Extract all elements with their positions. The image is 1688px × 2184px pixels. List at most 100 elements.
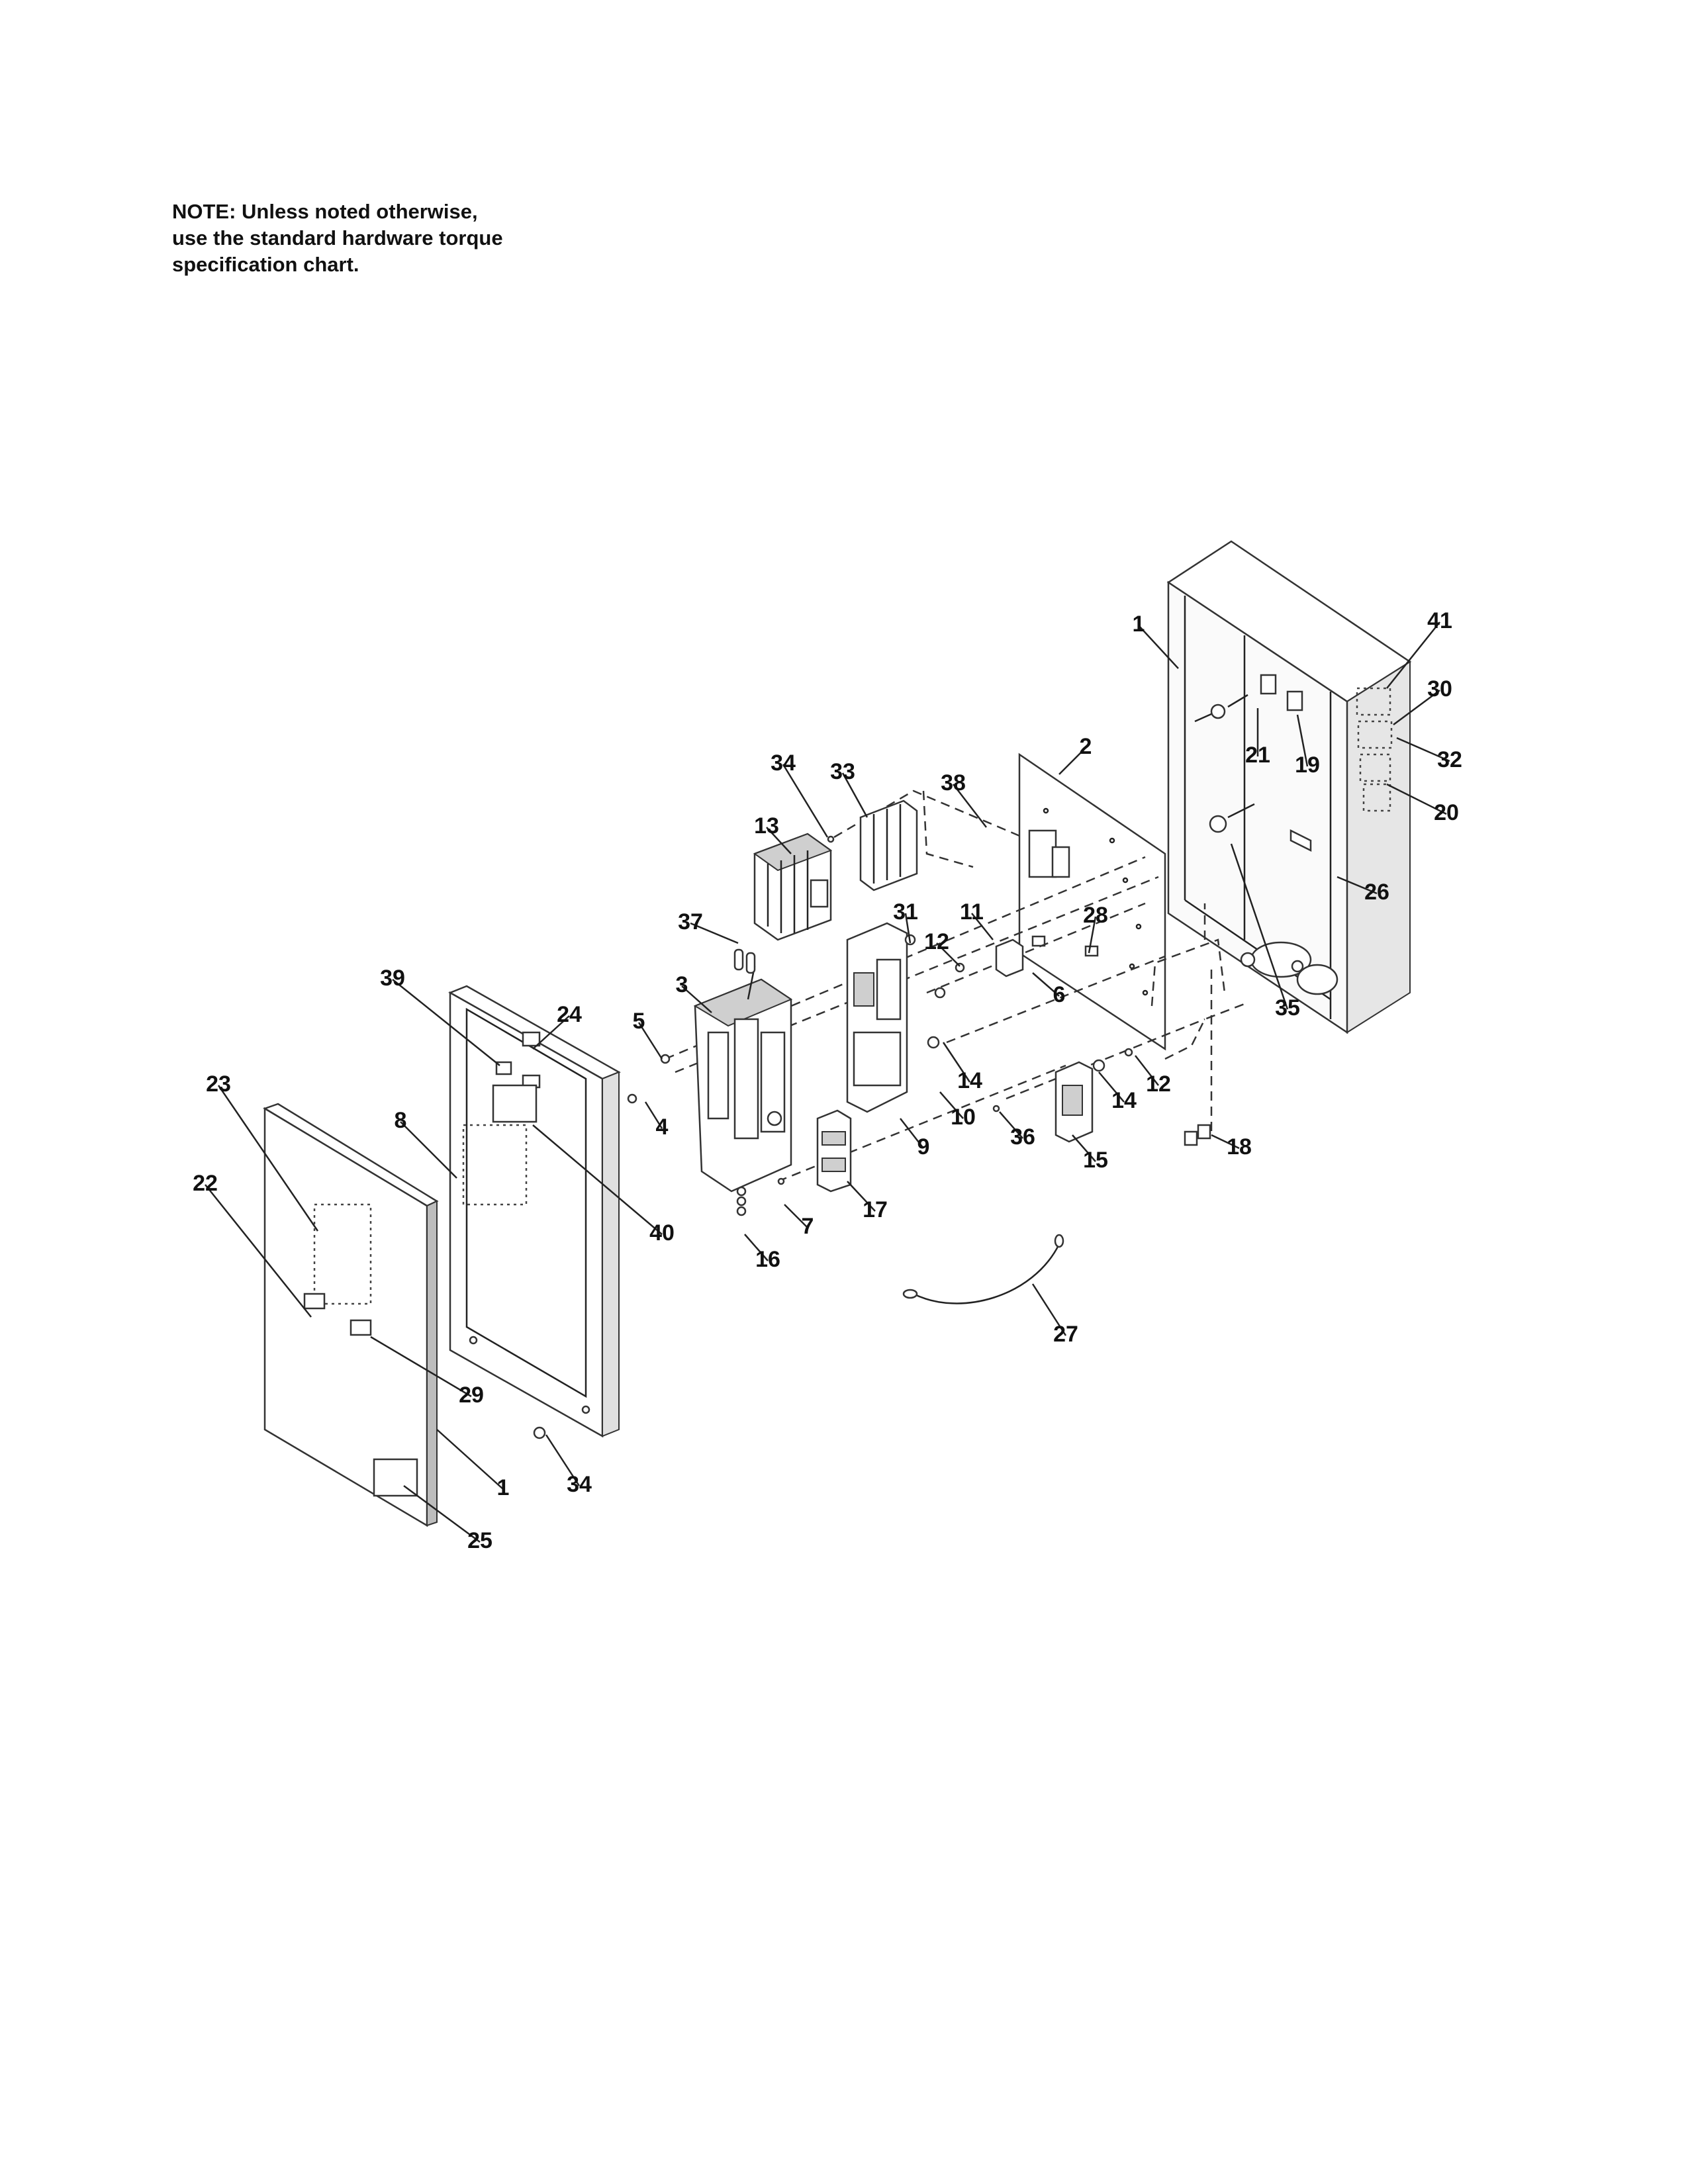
callout-c13: 13 <box>754 813 779 839</box>
part-11-block <box>995 938 1024 978</box>
leader-line-c39 <box>392 979 500 1066</box>
callout-c19: 19 <box>1295 752 1320 778</box>
leader-line-c23 <box>217 1085 319 1232</box>
part-27-wire <box>902 1234 1064 1304</box>
leader-line-c41 <box>1386 621 1440 689</box>
callout-c29: 29 <box>459 1383 484 1408</box>
callout-c10: 10 <box>951 1105 976 1130</box>
callout-c16: 16 <box>755 1247 780 1272</box>
leader-line-c14a <box>942 1042 971 1083</box>
callout-c9: 9 <box>917 1134 930 1160</box>
note-line-3: specification chart. <box>172 253 359 276</box>
leader-line-c6 <box>1032 972 1060 997</box>
leader-line-c14b <box>1098 1071 1125 1103</box>
callout-c26: 26 <box>1364 880 1389 905</box>
callout-c4: 4 <box>656 1115 669 1140</box>
part-15-connector <box>1055 1061 1094 1143</box>
part-17-terminal-block <box>816 1109 852 1193</box>
callout-c23: 23 <box>206 1071 231 1097</box>
callout-c31: 31 <box>893 899 918 925</box>
callout-c25: 25 <box>467 1528 492 1553</box>
leader-line-c37 <box>690 922 739 944</box>
leader-line-c40 <box>532 1124 663 1235</box>
callout-c15: 15 <box>1083 1148 1108 1173</box>
leader-line-c9 <box>900 1118 924 1149</box>
leader-line-c4 <box>644 1101 663 1129</box>
callout-c17: 17 <box>863 1197 888 1222</box>
note-line-1: NOTE: Unless noted otherwise, <box>172 200 478 223</box>
callout-c6: 6 <box>1053 982 1066 1007</box>
callout-c7: 7 <box>802 1214 814 1239</box>
callout-c36: 36 <box>1010 1124 1035 1150</box>
callout-c35: 35 <box>1275 995 1300 1021</box>
small-hardware <box>533 835 1211 1439</box>
leader-line-c36 <box>999 1111 1023 1139</box>
backplate <box>1018 752 1166 1051</box>
leader-line-c38 <box>953 784 987 828</box>
leader-line-c12a <box>936 942 961 967</box>
leader-line-c7 <box>784 1204 808 1228</box>
part-9-control-board <box>846 922 908 1113</box>
leader-line-c2 <box>1058 747 1086 775</box>
note-line-2: use the standard hardware torque <box>172 226 503 250</box>
callout-c12a: 12 <box>924 929 949 954</box>
leader-line-c1b <box>436 1429 504 1490</box>
leader-line-c30 <box>1393 689 1440 726</box>
callout-c14a: 14 <box>957 1068 982 1093</box>
leader-line-c10 <box>939 1091 964 1119</box>
leader-line-c5 <box>637 1022 663 1060</box>
leader-line-c31 <box>904 913 912 944</box>
callout-c1b: 1 <box>497 1475 510 1500</box>
enclosure-box <box>1166 540 1412 1034</box>
callout-c3: 3 <box>676 972 688 997</box>
leader-line-c35 <box>1230 843 1289 1010</box>
callout-c12b: 12 <box>1146 1071 1171 1097</box>
callout-c2: 2 <box>1080 734 1092 759</box>
callout-c34b: 34 <box>567 1472 592 1497</box>
part-33-fuse-group <box>859 799 918 891</box>
leader-line-c15 <box>1072 1134 1096 1162</box>
leader-line-c12b <box>1135 1055 1159 1086</box>
callout-c14b: 14 <box>1111 1088 1137 1113</box>
callout-c32: 32 <box>1437 747 1462 772</box>
callout-c39: 39 <box>380 966 405 991</box>
leader-line-c18 <box>1211 1134 1240 1150</box>
leader-line-c17 <box>847 1181 876 1212</box>
leader-line-c28 <box>1088 916 1097 954</box>
callout-c41: 41 <box>1427 608 1452 633</box>
callout-c38: 38 <box>941 770 966 796</box>
callout-c33: 33 <box>830 759 855 784</box>
part-3-contactor <box>693 966 793 1193</box>
leader-line-c13 <box>766 827 792 854</box>
callout-c5: 5 <box>633 1009 645 1034</box>
callout-c40: 40 <box>649 1220 675 1246</box>
leader-line-c25 <box>403 1484 481 1543</box>
leader-line-c27 <box>1031 1283 1067 1336</box>
leader-line-c29 <box>370 1336 472 1398</box>
leader-line-c22 <box>205 1184 312 1318</box>
callout-c28: 28 <box>1083 903 1108 928</box>
leader-line-c16 <box>744 1234 769 1261</box>
leader-line-c26 <box>1336 876 1378 895</box>
leader-line-c3 <box>681 985 712 1013</box>
leader-line-c24 <box>532 1015 570 1050</box>
callout-c21: 21 <box>1245 743 1270 768</box>
callout-c20: 20 <box>1434 800 1459 825</box>
leader-line-c34a <box>782 764 829 838</box>
leader-line-c1a <box>1138 625 1179 669</box>
leader-line-c19 <box>1296 714 1309 767</box>
callout-c22: 22 <box>193 1171 218 1196</box>
leader-line-c34b <box>545 1434 581 1486</box>
callout-c24: 24 <box>557 1002 582 1027</box>
callout-c18: 18 <box>1227 1134 1252 1160</box>
callout-c37: 37 <box>678 909 703 934</box>
part-13-breaker-block <box>753 833 833 941</box>
callout-c1a: 1 <box>1133 612 1145 637</box>
callout-c34a: 34 <box>771 751 796 776</box>
callout-labels: 1234567891011121213141415161718192021222… <box>193 608 1462 1553</box>
callout-c8: 8 <box>395 1108 407 1133</box>
leader-line-c33 <box>841 772 868 818</box>
leader-line-c20 <box>1386 783 1447 815</box>
leader-line-c32 <box>1396 737 1450 762</box>
